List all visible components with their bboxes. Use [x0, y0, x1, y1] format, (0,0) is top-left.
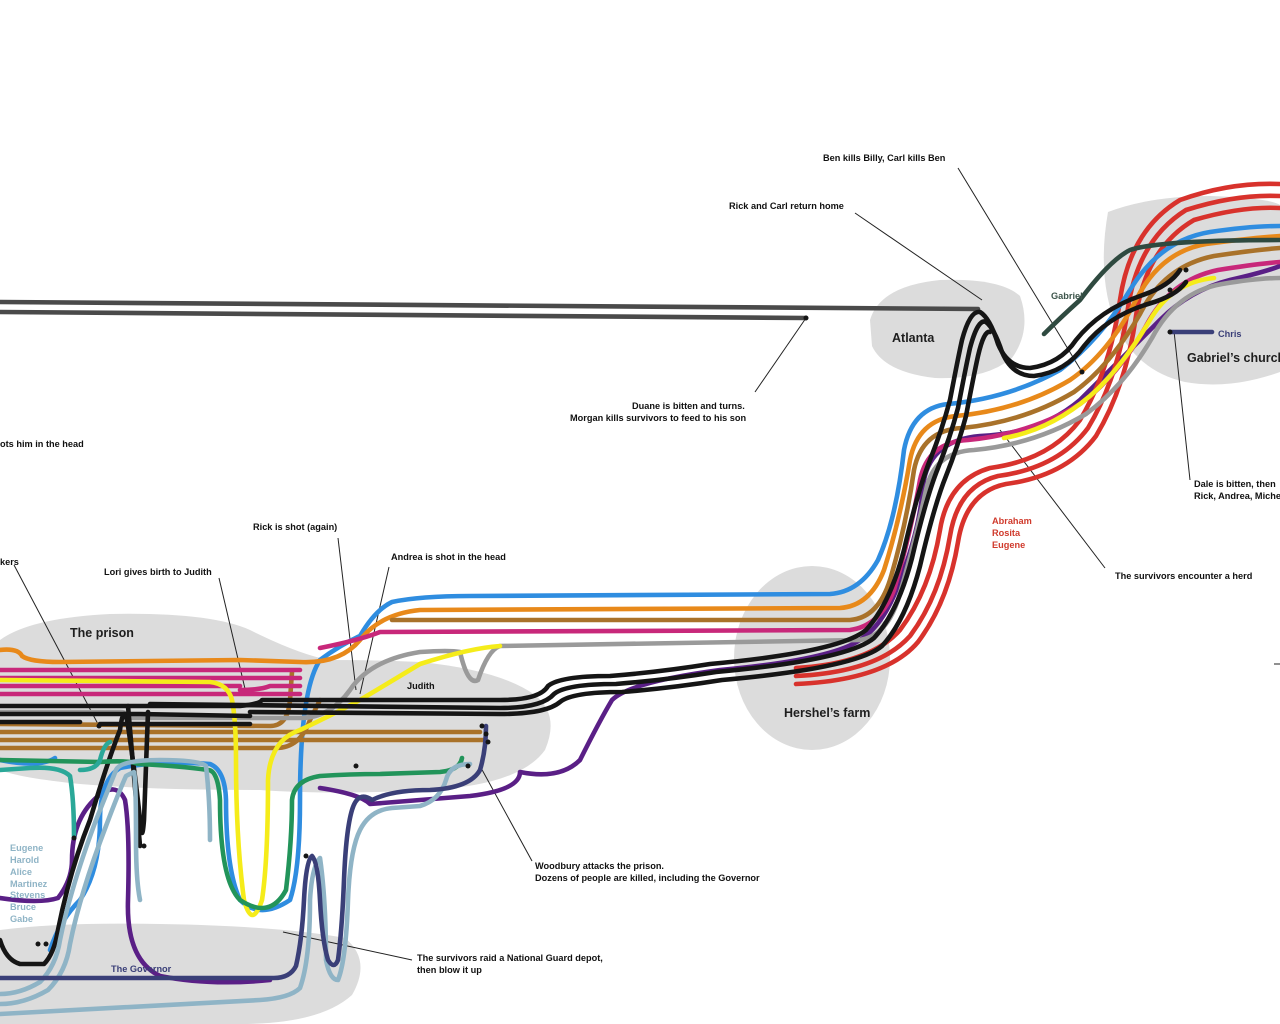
- storyline-duane: [0, 309, 809, 321]
- character-eugene: Eugene: [992, 540, 1025, 550]
- storyline-lightblue-2: [0, 769, 143, 1007]
- annotation-raid-line2: then blow it up: [417, 965, 482, 975]
- annotation-rick-carl-return: Rick and Carl return home: [729, 201, 844, 211]
- annotation-lori-birth: Lori gives birth to Judith: [104, 567, 212, 577]
- storyline-lightblue-1: [0, 757, 213, 997]
- storyline-red-2: [793, 193, 1280, 679]
- event-annotations: Ben kills Billy, Carl kills Ben Rick and…: [0, 153, 1280, 975]
- location-gabriels-church: Gabriel’s church: [1187, 351, 1280, 365]
- character-woodbury-7: Gabe: [10, 914, 33, 924]
- character-woodbury-6: Bruce: [10, 902, 36, 912]
- annotation-ben-kills-billy: Ben kills Billy, Carl kills Ben: [823, 153, 946, 163]
- character-woodbury-1: Eugene: [10, 843, 43, 853]
- storyline-pink-2: [0, 683, 303, 697]
- storyline-orange: [0, 233, 1280, 665]
- woodbury-group: Eugene Harold Alice Martinez Stevens Bru…: [10, 843, 48, 924]
- character-governor: The Governor: [111, 964, 172, 974]
- character-abraham: Abraham: [992, 516, 1032, 526]
- annotation-woodbury-line2: Dozens of people are killed, including t…: [535, 873, 760, 883]
- storyline-red-1: [793, 181, 1280, 671]
- storyline-morgan: [0, 299, 981, 312]
- character-labels: Gabriel Chris Judith The Governor Abraha…: [10, 291, 1242, 974]
- storylines: [0, 181, 1280, 1017]
- storyline-black-3: [0, 329, 993, 727]
- storyline-lightblue-3: [0, 761, 473, 1017]
- annotation-leader-lines: [13, 167, 1191, 961]
- storyline-teal: [0, 739, 113, 839]
- annotation-walkers-partial: kers: [0, 557, 19, 567]
- abraham-group: Abraham Rosita Eugene: [992, 516, 1032, 550]
- annotation-duane-line1: Duane is bitten and turns.: [632, 401, 745, 411]
- annotation-woodbury-line1: Woodbury attacks the prison.: [535, 861, 664, 871]
- character-woodbury-4: Martinez: [10, 879, 48, 889]
- gabriels-church-blob: [1103, 196, 1280, 385]
- storyline-navy: [0, 329, 1215, 981]
- character-woodbury-2: Harold: [10, 855, 39, 865]
- storyline-black-2: [0, 279, 1189, 719]
- annotation-duane-line2: Morgan kills survivors to feed to his so…: [570, 413, 747, 423]
- annotation-rick-shot-again: Rick is shot (again): [253, 522, 337, 532]
- storyline-black-dip: [0, 709, 151, 967]
- annotation-dale-line1: Dale is bitten, then: [1194, 479, 1276, 489]
- annotation-herd: The survivors encounter a herd: [1115, 571, 1252, 581]
- location-prison: The prison: [70, 626, 134, 640]
- storyline-green: [0, 755, 465, 911]
- storyline-darkgreen: [1041, 237, 1280, 337]
- location-labels: The prison Hershel’s farm Atlanta Gabrie…: [70, 331, 1280, 720]
- storyline-red-3: [793, 205, 1280, 687]
- storyline-end-dots: [35, 267, 1189, 947]
- storyline-blue: [0, 223, 1280, 953]
- storyline-black-1: [0, 267, 1183, 709]
- atlanta-blob: [870, 279, 1025, 379]
- annotation-shot-head-partial: ots him in the head: [0, 439, 84, 449]
- character-gabriel: Gabriel: [1051, 291, 1083, 301]
- location-atlanta: Atlanta: [892, 331, 935, 345]
- location-hershels-farm: Hershel’s farm: [784, 706, 870, 720]
- character-woodbury-5: Stevens: [10, 890, 45, 900]
- annotation-andrea-shot: Andrea is shot in the head: [391, 552, 506, 562]
- character-woodbury-3: Alice: [10, 867, 32, 877]
- character-chris: Chris: [1218, 329, 1242, 339]
- annotation-raid-line1: The survivors raid a National Guard depo…: [417, 953, 603, 963]
- character-rosita: Rosita: [992, 528, 1021, 538]
- annotation-dale-line2: Rick, Andrea, Miche: [1194, 491, 1280, 501]
- character-judith: Judith: [407, 681, 435, 691]
